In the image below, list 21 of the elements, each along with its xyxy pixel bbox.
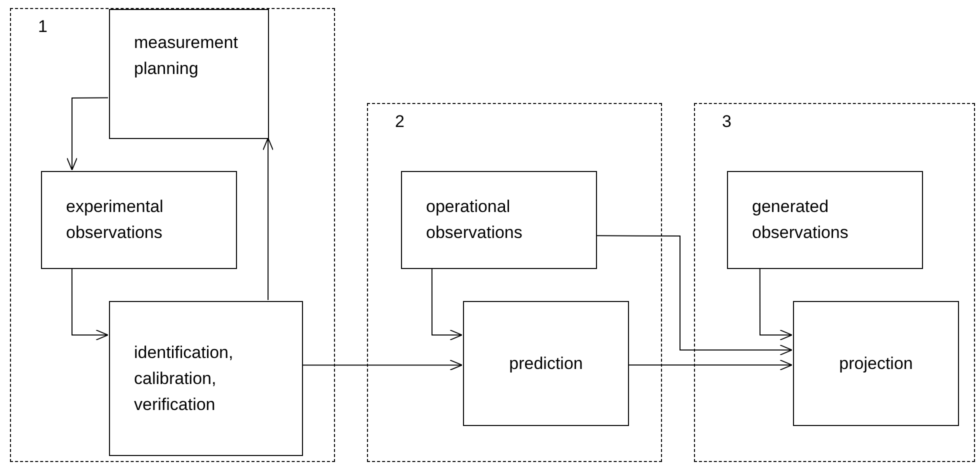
arrow: [628, 360, 792, 370]
dashed-group-box: [367, 103, 662, 462]
process-box: generated observations: [727, 171, 923, 269]
process-box: experimental observations: [41, 171, 237, 269]
process-box: operational observations: [401, 171, 597, 269]
group-number: 2: [395, 112, 404, 132]
arrow: [262, 138, 274, 300]
arrow: [66, 97, 108, 170]
arrow: [302, 360, 462, 371]
group-number: 1: [38, 17, 48, 37]
arrow: [431, 268, 462, 340]
process-box: projection: [793, 301, 959, 426]
arrow: [759, 268, 792, 340]
dashed-group-box: [10, 8, 335, 462]
group-number: 3: [722, 112, 732, 132]
arrow: [596, 235, 792, 356]
dashed-group-box: [694, 103, 975, 462]
process-box: identification, calibration, verification: [109, 301, 303, 456]
arrow: [71, 268, 108, 340]
process-box: measurement planning: [109, 9, 269, 139]
process-box: prediction: [463, 301, 629, 426]
